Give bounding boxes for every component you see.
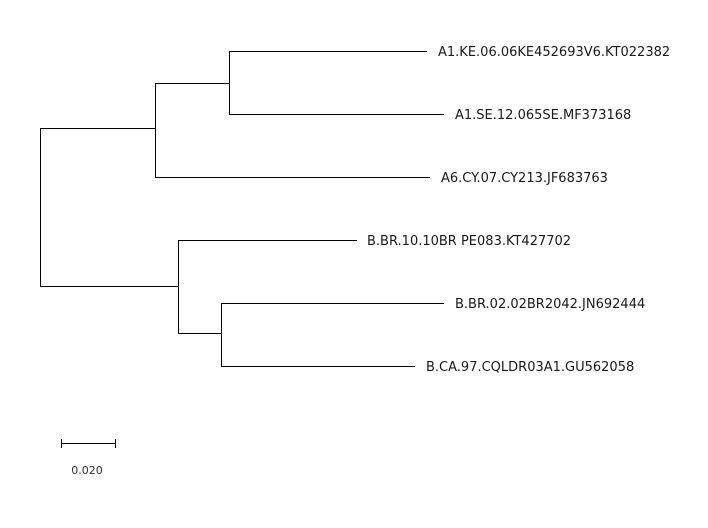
leaf-label: A6.CY.07.CY213.JF683763 (441, 171, 608, 186)
leaf-label: B.BR.10.10BR PE083.KT427702 (367, 234, 571, 249)
leaf-label: B.CA.97.CQLDR03A1.GU562058 (426, 360, 634, 375)
leaf-label: A1.SE.12.065SE.MF373168 (455, 108, 631, 123)
leaf-label: A1.KE.06.06KE452693V6.KT022382 (438, 45, 670, 60)
scale-bar-label: 0.020 (71, 464, 103, 477)
scale-bar: 0.020 (61, 439, 116, 477)
leaf-label: B.BR.02.02BR2042.JN692444 (455, 297, 645, 312)
